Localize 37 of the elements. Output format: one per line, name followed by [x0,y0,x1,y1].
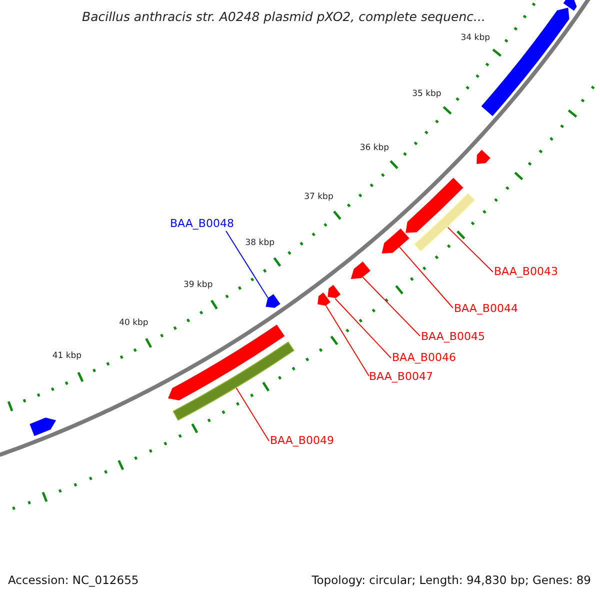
gene-label: BAA_B0048 [170,218,234,229]
leader-line [236,387,270,442]
scale-label: 37 kbp [304,193,334,202]
gene-feature [564,0,577,10]
gene-feature [30,418,56,436]
leader-line [447,226,494,272]
scale-label: 40 kbp [119,318,148,328]
gene-label: BAA_B0044 [454,303,518,314]
scale-label: 38 kbp [245,239,274,248]
accession-text: Accession: NC_012655 [8,575,139,586]
gene-feature [318,292,330,306]
leader-line [398,246,454,308]
feature-bar [413,192,476,252]
gene-feature [168,324,284,400]
gene-feature [406,178,464,233]
feature-bar [172,342,294,421]
scale-label: 39 kbp [183,280,213,290]
gene-label: BAA_B0046 [392,352,456,363]
leader-line [362,276,420,336]
gene-feature [351,262,370,279]
gene-feature [382,228,410,254]
summary-text: Topology: circular; Length: 94,830 bp; Genes: 89 [312,575,591,586]
gene-label: BAA_B0043 [494,266,558,277]
gene-label: BAA_B0049 [270,435,334,446]
scale-label: 34 kbp [460,34,490,42]
map-title: Bacillus anthracis str. A0248 plasmid pXO2, complete sequenc... [82,11,486,24]
gene-feature [328,285,340,298]
scale-label: 36 kbp [360,144,390,152]
leader-line [334,298,392,358]
gene-label: BAA_B0047 [369,371,433,382]
gene-label: BAA_B0045 [421,331,485,342]
scale-label: 35 kbp [412,90,442,99]
gene-feature [266,294,280,308]
leader-line [325,305,370,376]
leader-line [226,230,268,298]
scale-label: 41 kbp [52,352,82,360]
gene-feature [476,150,490,164]
